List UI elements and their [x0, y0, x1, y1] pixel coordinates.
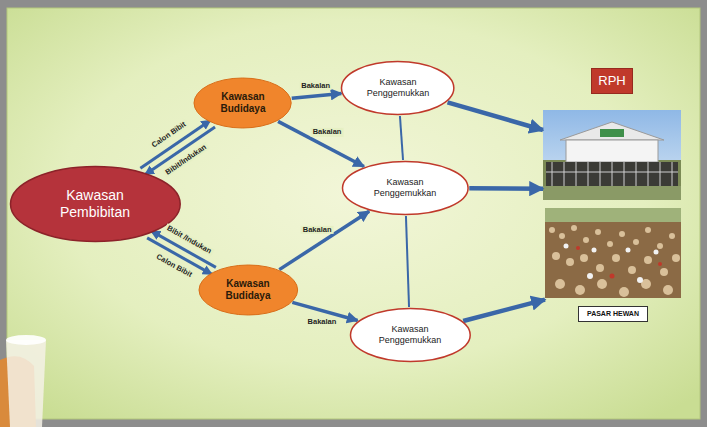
ellipse-shape [350, 309, 470, 362]
pasar-hewan-photo [545, 208, 681, 298]
rph-photo [543, 110, 681, 200]
fattening-area-ellipse: Kawasan Penggemukkan [349, 307, 472, 363]
node-label: PASAR HEWAN [578, 306, 648, 322]
ellipse-shape [194, 78, 291, 128]
flow-arrow [469, 186, 543, 191]
slaughterhouse-panel: RPH [543, 68, 681, 200]
flow-arrow [463, 300, 545, 321]
node-label: Kawasan Budidaya [216, 278, 279, 302]
cultivation-area-ellipse: Kawasan Budidaya [193, 77, 292, 129]
ellipse-shape [10, 167, 180, 242]
flow-arrow [448, 102, 543, 130]
node-label: Kawasan Penggemukkan [364, 177, 446, 199]
livestock-market-panel: PASAR HEWAN [545, 208, 681, 322]
edge-label: Calon Bibit [149, 119, 190, 150]
node-label: Kawasan Budidaya [212, 91, 274, 115]
node-label: RPH [591, 68, 632, 94]
edge-label: Bibit/Indukan [163, 142, 210, 178]
edge-label: Bakalan [299, 82, 332, 90]
breeding-area-ellipse: Kawasan Pembibitan [9, 165, 182, 243]
decor-glass [0, 335, 46, 427]
ellipse-shape [342, 62, 454, 115]
node-label: Kawasan Penggemukkan [371, 324, 449, 346]
edge-label: Calon Bibit [153, 251, 195, 280]
slide-panel [7, 8, 700, 419]
edge-label: Bakalan [306, 318, 339, 326]
edge-label: Bakalan [311, 128, 344, 136]
link-line [400, 116, 403, 160]
edge-label: Bibit /Indukan [163, 223, 214, 256]
ellipse-shape [199, 265, 298, 315]
flow-arrow [292, 93, 342, 98]
node-label: Kawasan Penggemukkan [361, 77, 434, 99]
fattening-area-ellipse: Kawasan Penggemukkan [340, 60, 455, 116]
ellipse-shape [342, 162, 468, 215]
flow-arrow [279, 211, 369, 269]
flow-arrow [278, 121, 364, 166]
cultivation-area-ellipse: Kawasan Budidaya [198, 264, 299, 316]
node-label: Kawasan Pembibitan [39, 187, 151, 221]
fattening-area-ellipse: Kawasan Penggemukkan [341, 160, 470, 216]
link-line [406, 216, 409, 307]
edge-label: Bakalan [301, 225, 334, 233]
